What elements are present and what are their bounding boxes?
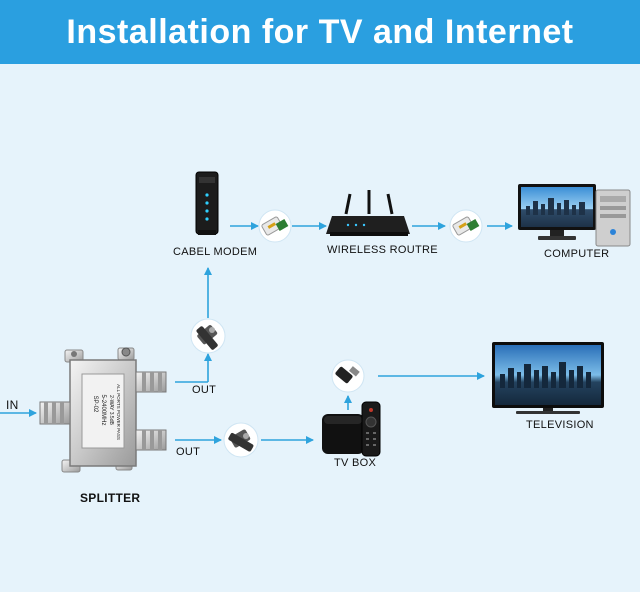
splitter-spec: 2-WAY 3.5dB — [108, 395, 114, 425]
label-cable-modem: CABEL MODEM — [173, 246, 258, 258]
page-title: Installation for TV and Internet — [66, 12, 574, 51]
remote-icon — [361, 401, 381, 457]
splitter-markings: SP-02 5-2400MHz 2-WAY 3.5dB ALL PORTS PO… — [92, 384, 121, 440]
splitter-note: ALL PORTS POWER PASS — [116, 384, 121, 440]
ethernet-plug-icon — [449, 209, 483, 243]
hdmi-plug-icon — [331, 359, 365, 393]
router-icon — [326, 190, 410, 236]
connection-arrows — [0, 222, 513, 444]
diagram-graphics: SP-02 5-2400MHz 2-WAY 3.5dB ALL PORTS PO… — [0, 171, 631, 473]
splitter-model: SP-02 — [92, 396, 98, 413]
label-out-top: OUT — [192, 384, 217, 396]
modem-icon — [195, 171, 219, 235]
splitter-icon — [39, 347, 167, 473]
diagram: SP-02 5-2400MHz 2-WAY 3.5dB ALL PORTS PO… — [0, 64, 640, 592]
tv-box-icon — [322, 414, 364, 454]
label-in: IN — [6, 398, 19, 412]
label-wireless-router: WIRELESS ROUTRE — [327, 244, 438, 256]
computer-icon — [518, 184, 631, 247]
coax-connector-icon — [190, 318, 226, 354]
label-television: TELEVISION — [526, 419, 594, 431]
television-icon — [492, 342, 604, 414]
label-tv-box: TV BOX — [334, 457, 377, 469]
ethernet-plug-icon — [258, 209, 292, 243]
label-computer: COMPUTER — [544, 248, 610, 260]
title-banner: Installation for TV and Internet — [0, 0, 640, 64]
label-splitter: SPLITTER — [80, 491, 141, 505]
splitter-frequency: 5-2400MHz — [100, 394, 106, 425]
label-out-bottom: OUT — [176, 446, 201, 458]
coax-connector-icon — [223, 422, 259, 458]
